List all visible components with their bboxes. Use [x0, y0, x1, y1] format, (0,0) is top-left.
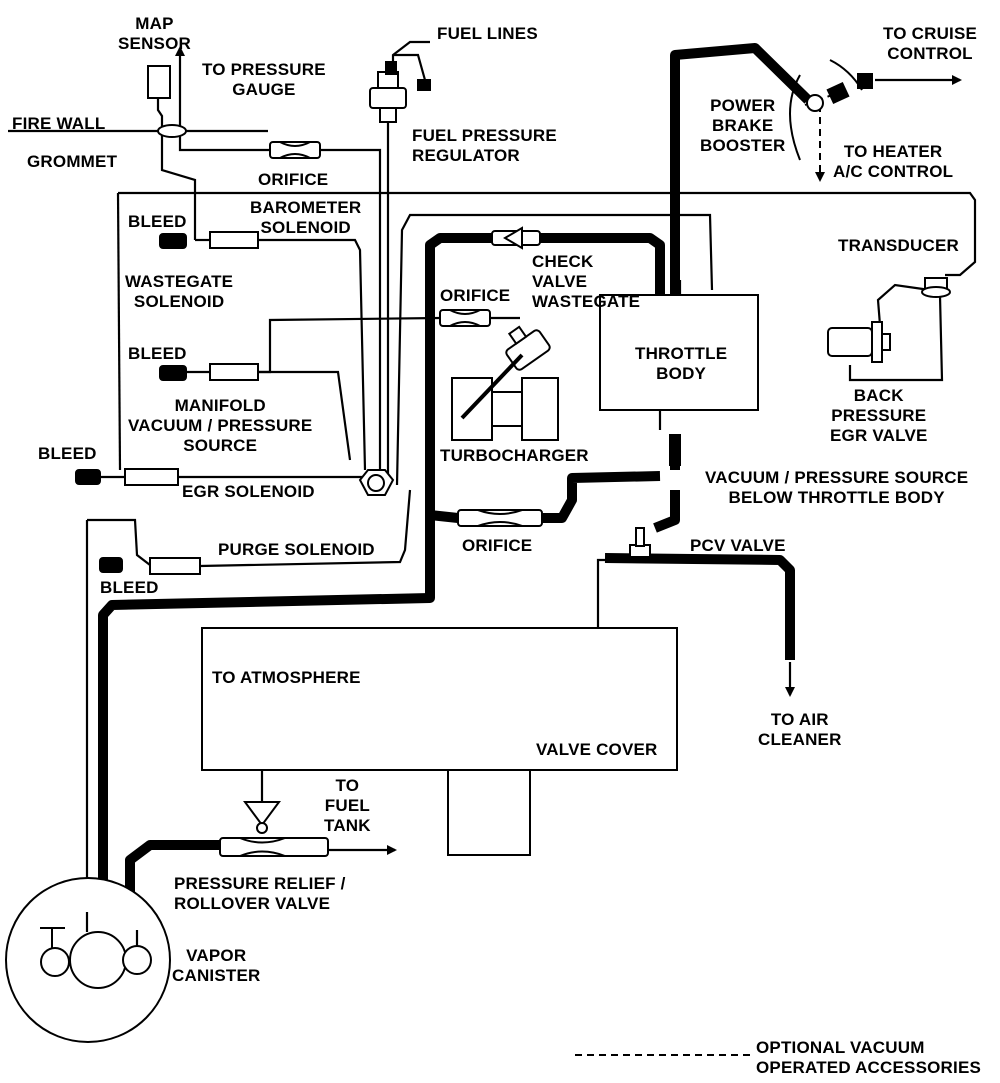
fuel-lines-label: FUEL LINES [437, 24, 538, 43]
purge-solenoid-label: PURGE SOLENOID [218, 540, 375, 559]
pcv-valve-label: PCV VALVE [690, 536, 786, 555]
fire-wall-label: FIRE WALL [12, 114, 106, 133]
transducer-label: TRANSDUCER [838, 236, 959, 255]
bleed-plug-1 [159, 233, 187, 249]
grommet-label: GROMMET [27, 152, 118, 171]
orifice-top-label: ORIFICE [258, 170, 329, 189]
grommet [157, 124, 187, 138]
valve-cover-label: VALVE COVER [536, 740, 658, 759]
purge-solenoid [149, 557, 201, 575]
to-cruise-control-label: TO CRUISE CONTROL [883, 24, 978, 63]
bleed-4-label: BLEED [100, 578, 159, 597]
vapor-canister-label: VAPOR CANISTER [172, 946, 261, 985]
bleed-plug-3 [75, 469, 101, 485]
vapor-canister [5, 877, 171, 1043]
bleed-2-label: BLEED [128, 344, 187, 363]
map-sensor [147, 65, 171, 99]
canister-to-rollover [125, 840, 220, 915]
wastegate-solenoid [209, 363, 259, 381]
turbocharger-label: TURBOCHARGER [440, 446, 589, 465]
bleed-plug-4 [99, 557, 123, 573]
wastegate-hose-left [425, 233, 492, 523]
throttle-body-label: THROTTLE BODY [635, 344, 728, 383]
bleed-plug-2 [159, 365, 187, 381]
power-brake-booster-label: POWER BRAKE BOOSTER [700, 96, 786, 155]
fuel-pressure-regulator [369, 71, 407, 123]
to-air-cleaner-label: TO AIR CLEANER [758, 710, 842, 749]
orifice-bottom-label: ORIFICE [462, 536, 533, 555]
orifice-top [269, 141, 321, 159]
wastegate-solenoid-label: WASTEGATE SOLENOID [125, 272, 234, 311]
legend-optional-accessories-label: OPTIONAL VACUUM OPERATED ACCESSORIES [756, 1038, 982, 1077]
check-valve-wastegate-label: CHECK VALVE WASTEGATE [532, 252, 641, 311]
map-sensor-hose [156, 98, 197, 240]
to-pressure-gauge-label: TO PRESSURE GAUGE [202, 60, 326, 99]
pcv-hose [604, 553, 795, 660]
orifice-mid-label: ORIFICE [440, 286, 511, 305]
wastegate-actuator [505, 325, 551, 371]
orifice-to-source [542, 471, 661, 523]
canister-hose-main [98, 515, 435, 930]
vacuum-source-below-throttle-label: VACUUM / PRESSURE SOURCE BELOW THROTTLE … [705, 468, 969, 507]
brake-booster-tee [806, 94, 824, 112]
pressure-relief-valve-label: PRESSURE RELIEF / ROLLOVER VALVE [174, 874, 346, 913]
egr-solenoid-label: EGR SOLENOID [182, 482, 315, 501]
egr-solenoid [124, 468, 179, 486]
engine-block-stub [447, 769, 531, 856]
pcv-valve [629, 527, 651, 558]
pressure-relief-rollover-valve [219, 801, 329, 857]
check-valve [491, 226, 541, 250]
back-pressure-egr-valve-label: BACK PRESSURE EGR VALVE [830, 386, 928, 445]
manifold-source-label: MANIFOLD VACUUM / PRESSURE SOURCE [128, 396, 313, 455]
brake-booster-hose [670, 43, 812, 295]
thick-hoses [98, 43, 812, 930]
map-sensor-label: MAP SENSOR [118, 14, 191, 53]
barometer-solenoid-label: BAROMETER SOLENOID [250, 198, 362, 237]
bleed-1-label: BLEED [128, 212, 187, 231]
to-atmosphere-label: TO ATMOSPHERE [212, 668, 361, 687]
back-pressure-egr-valve [827, 321, 891, 363]
fuel-pressure-regulator-label: FUEL PRESSURE REGULATOR [412, 126, 557, 165]
orifice-mid [439, 309, 491, 327]
transducer [921, 277, 951, 298]
barometer-solenoid [209, 231, 259, 249]
to-heater-ac-control-label: TO HEATER A/C CONTROL [833, 142, 954, 181]
manifold-source-fitting [358, 469, 395, 496]
throttle-body [599, 294, 759, 411]
wastegate-hose-top [540, 233, 665, 295]
bleed-3-label: BLEED [38, 444, 97, 463]
valve-cover [201, 627, 678, 771]
orifice-bottom [457, 509, 543, 527]
to-fuel-tank-label: TO FUEL TANK [324, 776, 371, 835]
